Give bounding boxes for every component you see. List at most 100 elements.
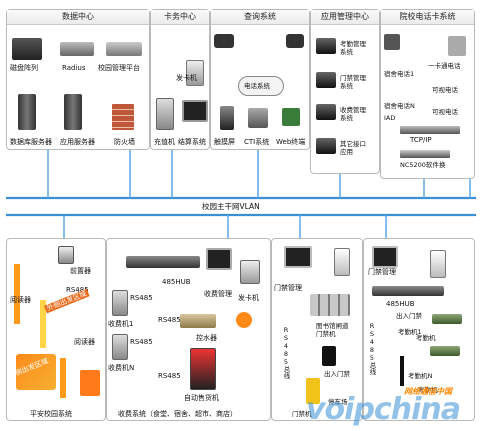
tcpip-hub-icon bbox=[400, 126, 460, 134]
disk-array-icon bbox=[12, 38, 42, 60]
dorm-phoneN-label: 宿舍电话N bbox=[384, 102, 415, 110]
phone-icon bbox=[214, 34, 234, 48]
billing-mgmt-label: 收费管理 bbox=[204, 290, 232, 298]
fee-pc-icon bbox=[316, 104, 336, 120]
app-center-title: 应用管理中心 bbox=[311, 10, 379, 25]
attend-hub-label: 485HUB bbox=[386, 300, 415, 308]
parking-label: 停车场 bbox=[328, 398, 348, 406]
access-mgmt-label: 门禁管理 bbox=[274, 284, 302, 292]
watermark-en: voipchina bbox=[306, 392, 461, 427]
query-system-title: 查询系统 bbox=[211, 10, 309, 25]
attendance-panel bbox=[363, 238, 475, 421]
safety-panel bbox=[6, 238, 106, 421]
access-entry-label: 出入门禁 bbox=[324, 370, 350, 378]
water-ctrl-label: 控水器 bbox=[196, 334, 217, 342]
access-card-reader-icon bbox=[334, 248, 350, 276]
posN-icon bbox=[112, 334, 128, 360]
billing-hub-icon bbox=[126, 256, 200, 268]
card-center-panel: 卡务中心 bbox=[150, 9, 210, 150]
db-server-icon bbox=[18, 94, 36, 130]
one-card-phone-icon bbox=[448, 36, 466, 56]
access-gate-label: 门禁机 bbox=[292, 410, 312, 418]
attend1-label: 考勤机1 bbox=[398, 328, 422, 336]
zone2-block bbox=[16, 354, 56, 390]
radius-server-icon bbox=[60, 42, 94, 56]
recharge-icon bbox=[156, 98, 174, 130]
billing-mgmt-icon bbox=[206, 248, 232, 270]
firewall-label: 防火墙 bbox=[114, 138, 135, 146]
web-terminal-icon bbox=[282, 108, 300, 126]
attend-pole-icon bbox=[400, 356, 404, 386]
orange-device-icon bbox=[236, 312, 252, 328]
watermark-cn: 网络通信中国 bbox=[404, 387, 452, 396]
radius-label: Radius bbox=[62, 64, 86, 72]
safety-rs485-label: RS485 bbox=[66, 286, 89, 294]
video-phone1-label: 可视电话 bbox=[432, 86, 458, 94]
access-bus-label: RS485总线 bbox=[282, 326, 290, 379]
reader2-label: 阅读器 bbox=[74, 338, 95, 346]
phone-system-label: 电话系统 bbox=[244, 82, 270, 90]
disk-array-label: 磁盘阵列 bbox=[10, 64, 38, 72]
tcpip-label: TCP/IP bbox=[410, 136, 432, 144]
attend-bus-label: RS485总线 bbox=[368, 322, 376, 375]
video-phone2-label: 可视电话 bbox=[432, 108, 458, 116]
attendance-label: 考勤管理 系统 bbox=[340, 40, 366, 56]
attendN-label: 考勤机N bbox=[408, 372, 433, 380]
backbone-label: 校园主干网VLAN bbox=[202, 202, 260, 211]
pos1-label: 收费机1 bbox=[108, 320, 134, 328]
posN-label: 收费机N bbox=[108, 364, 135, 372]
billing-rs485-2: RS485 bbox=[158, 316, 181, 324]
attend2-label: 考勤机 bbox=[416, 334, 436, 342]
water-ctrl-icon bbox=[180, 314, 216, 328]
pos1-icon bbox=[112, 290, 128, 316]
other-label: 其它接口 应用 bbox=[340, 140, 366, 156]
attend-entry-label: 出入门禁 bbox=[396, 312, 422, 320]
attend-mgmt-label: 门禁管理 bbox=[368, 268, 396, 276]
attend-card-reader-icon bbox=[430, 250, 446, 278]
app-server-label: 应用服务器 bbox=[60, 138, 95, 146]
cti-label: CTI系统 bbox=[244, 138, 270, 146]
vending-label: 自动售货机 bbox=[184, 394, 219, 402]
card-center-title: 卡务中心 bbox=[151, 10, 209, 25]
billing-card-issuer-label: 发卡机 bbox=[238, 294, 259, 302]
touchscreen-icon bbox=[220, 106, 234, 130]
phone-card-title: 院校电话卡系统 bbox=[381, 10, 474, 25]
db-server-label: 数据库服务器 bbox=[10, 138, 52, 146]
phone-icon-2 bbox=[286, 34, 304, 48]
parking-gate-icon bbox=[306, 378, 320, 404]
nc5200-label: NC5200软件换 bbox=[400, 161, 446, 169]
attend-hub-icon bbox=[372, 286, 444, 296]
attendance-pc-icon bbox=[316, 38, 336, 54]
data-center-title: 数据中心 bbox=[7, 10, 149, 25]
reader1-label: 阅读器 bbox=[10, 296, 31, 304]
fee-label: 收费管理 系统 bbox=[340, 106, 366, 122]
dorm-phone1-label: 宿舍电话1 bbox=[384, 70, 415, 78]
settlement-label: 结算系统 bbox=[178, 138, 206, 146]
reader2-icon bbox=[60, 358, 66, 398]
card-issuer-icon bbox=[186, 60, 204, 86]
safety-caption: 平安校园系统 bbox=[30, 410, 72, 418]
app-server-icon bbox=[64, 94, 82, 130]
entry-reader-icon bbox=[322, 346, 336, 366]
one-card-phone-label: 一卡通电话 bbox=[428, 62, 461, 70]
billing-rs485-1: RS485 bbox=[130, 294, 153, 302]
orange-barrier-icon bbox=[80, 370, 100, 396]
access-pc-icon bbox=[316, 72, 336, 88]
dorm-phone1-icon bbox=[384, 34, 400, 50]
billing-rs485-3: RS485 bbox=[130, 338, 153, 346]
billing-caption: 收费系统（食堂、宿舍、超市、商店） bbox=[118, 410, 237, 418]
library-gate-label: 图书馆闸道 门禁机 bbox=[316, 322, 349, 338]
iad-label: IAD bbox=[384, 114, 396, 122]
card-issuer-label: 发卡机 bbox=[176, 74, 197, 82]
library-gate-icon bbox=[310, 294, 350, 316]
settlement-icon bbox=[182, 100, 208, 122]
other-pc-icon bbox=[316, 138, 336, 154]
access-label: 门禁管理 系统 bbox=[340, 74, 366, 90]
front-reader-label: 前置器 bbox=[70, 267, 91, 275]
firewall-icon bbox=[112, 104, 134, 130]
reader1-icon bbox=[14, 264, 20, 324]
billing-card-issuer-icon bbox=[240, 260, 260, 284]
attend3-label: 考勤机 bbox=[418, 386, 438, 394]
touchscreen-label: 触摸屏 bbox=[214, 138, 235, 146]
